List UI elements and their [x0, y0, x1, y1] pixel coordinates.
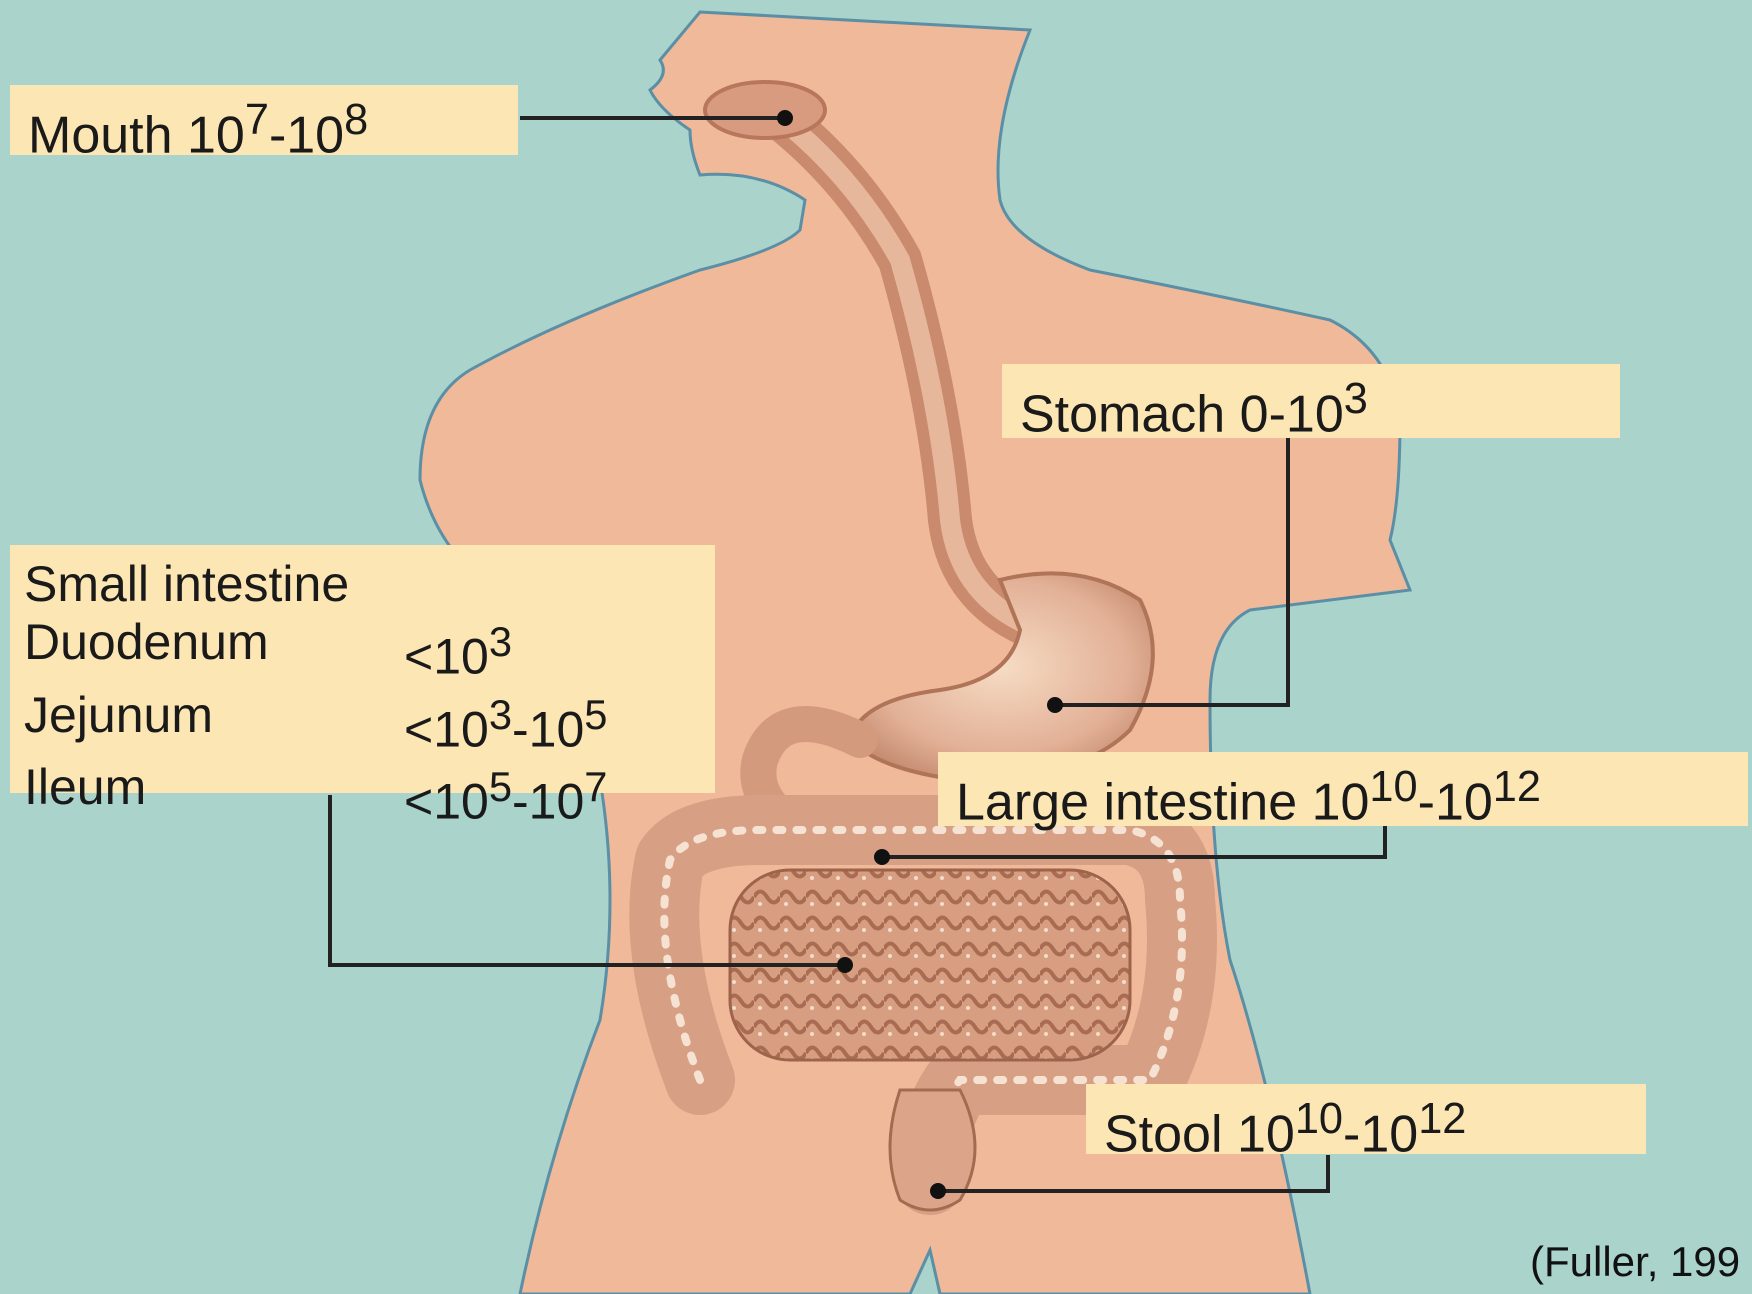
- stool-base-1: 10: [1237, 1105, 1295, 1163]
- mouth-exp-2: 8: [344, 96, 368, 144]
- ileum-row: Ileum <105-107: [24, 758, 701, 831]
- stool-sep: -: [1343, 1105, 1360, 1163]
- jejunum-value: <103-105: [404, 686, 607, 759]
- stool-exp-1: 10: [1295, 1095, 1343, 1143]
- stomach-range-low: 0-: [1240, 385, 1286, 443]
- small-intestine-title: Small intestine: [24, 555, 701, 613]
- large-intestine-sep: -: [1418, 773, 1435, 831]
- large-intestine-name: Large intestine: [956, 773, 1297, 831]
- duodenum-name: Duodenum: [24, 613, 404, 686]
- ileum-name: Ileum: [24, 758, 404, 831]
- stomach-name: Stomach: [1020, 385, 1225, 443]
- stomach-exp: 3: [1344, 375, 1368, 423]
- stomach-dot: [1047, 697, 1063, 713]
- stool-label: Stool 1010-1012: [1086, 1084, 1646, 1154]
- mouth-dot: [777, 110, 793, 126]
- ileum-value: <105-107: [404, 758, 607, 831]
- stool-dot: [930, 1183, 946, 1199]
- mouth-sep: -: [269, 106, 286, 164]
- large-intestine-dot: [874, 849, 890, 865]
- small-intestine-dot: [837, 957, 853, 973]
- mouth-base-2: 10: [286, 106, 344, 164]
- duodenum-value: <103: [404, 613, 512, 686]
- large-intestine-label: Large intestine 1010-1012: [938, 752, 1748, 826]
- stomach-base: 10: [1286, 385, 1344, 443]
- source-credit: (Fuller, 199: [1530, 1238, 1740, 1286]
- jejunum-name: Jejunum: [24, 686, 404, 759]
- mouth-name: Mouth: [28, 106, 173, 164]
- large-intestine-exp-2: 12: [1493, 763, 1541, 811]
- mouth-cavity: [705, 82, 825, 138]
- small-intestine-label: Small intestine Duodenum <103 Jejunum <1…: [10, 545, 715, 793]
- large-intestine-base-1: 10: [1312, 773, 1370, 831]
- large-intestine-base-2: 10: [1435, 773, 1493, 831]
- duodenum-row: Duodenum <103: [24, 613, 701, 686]
- jejunum-row: Jejunum <103-105: [24, 686, 701, 759]
- mouth-base-1: 10: [187, 106, 245, 164]
- large-intestine-exp-1: 10: [1369, 763, 1417, 811]
- stool-exp-2: 12: [1418, 1095, 1466, 1143]
- mouth-label: Mouth 107-108: [10, 85, 518, 155]
- stomach-label: Stomach 0-103: [1002, 364, 1620, 438]
- stool-base-2: 10: [1360, 1105, 1418, 1163]
- mouth-exp-1: 7: [245, 96, 269, 144]
- stool-name: Stool: [1104, 1105, 1223, 1163]
